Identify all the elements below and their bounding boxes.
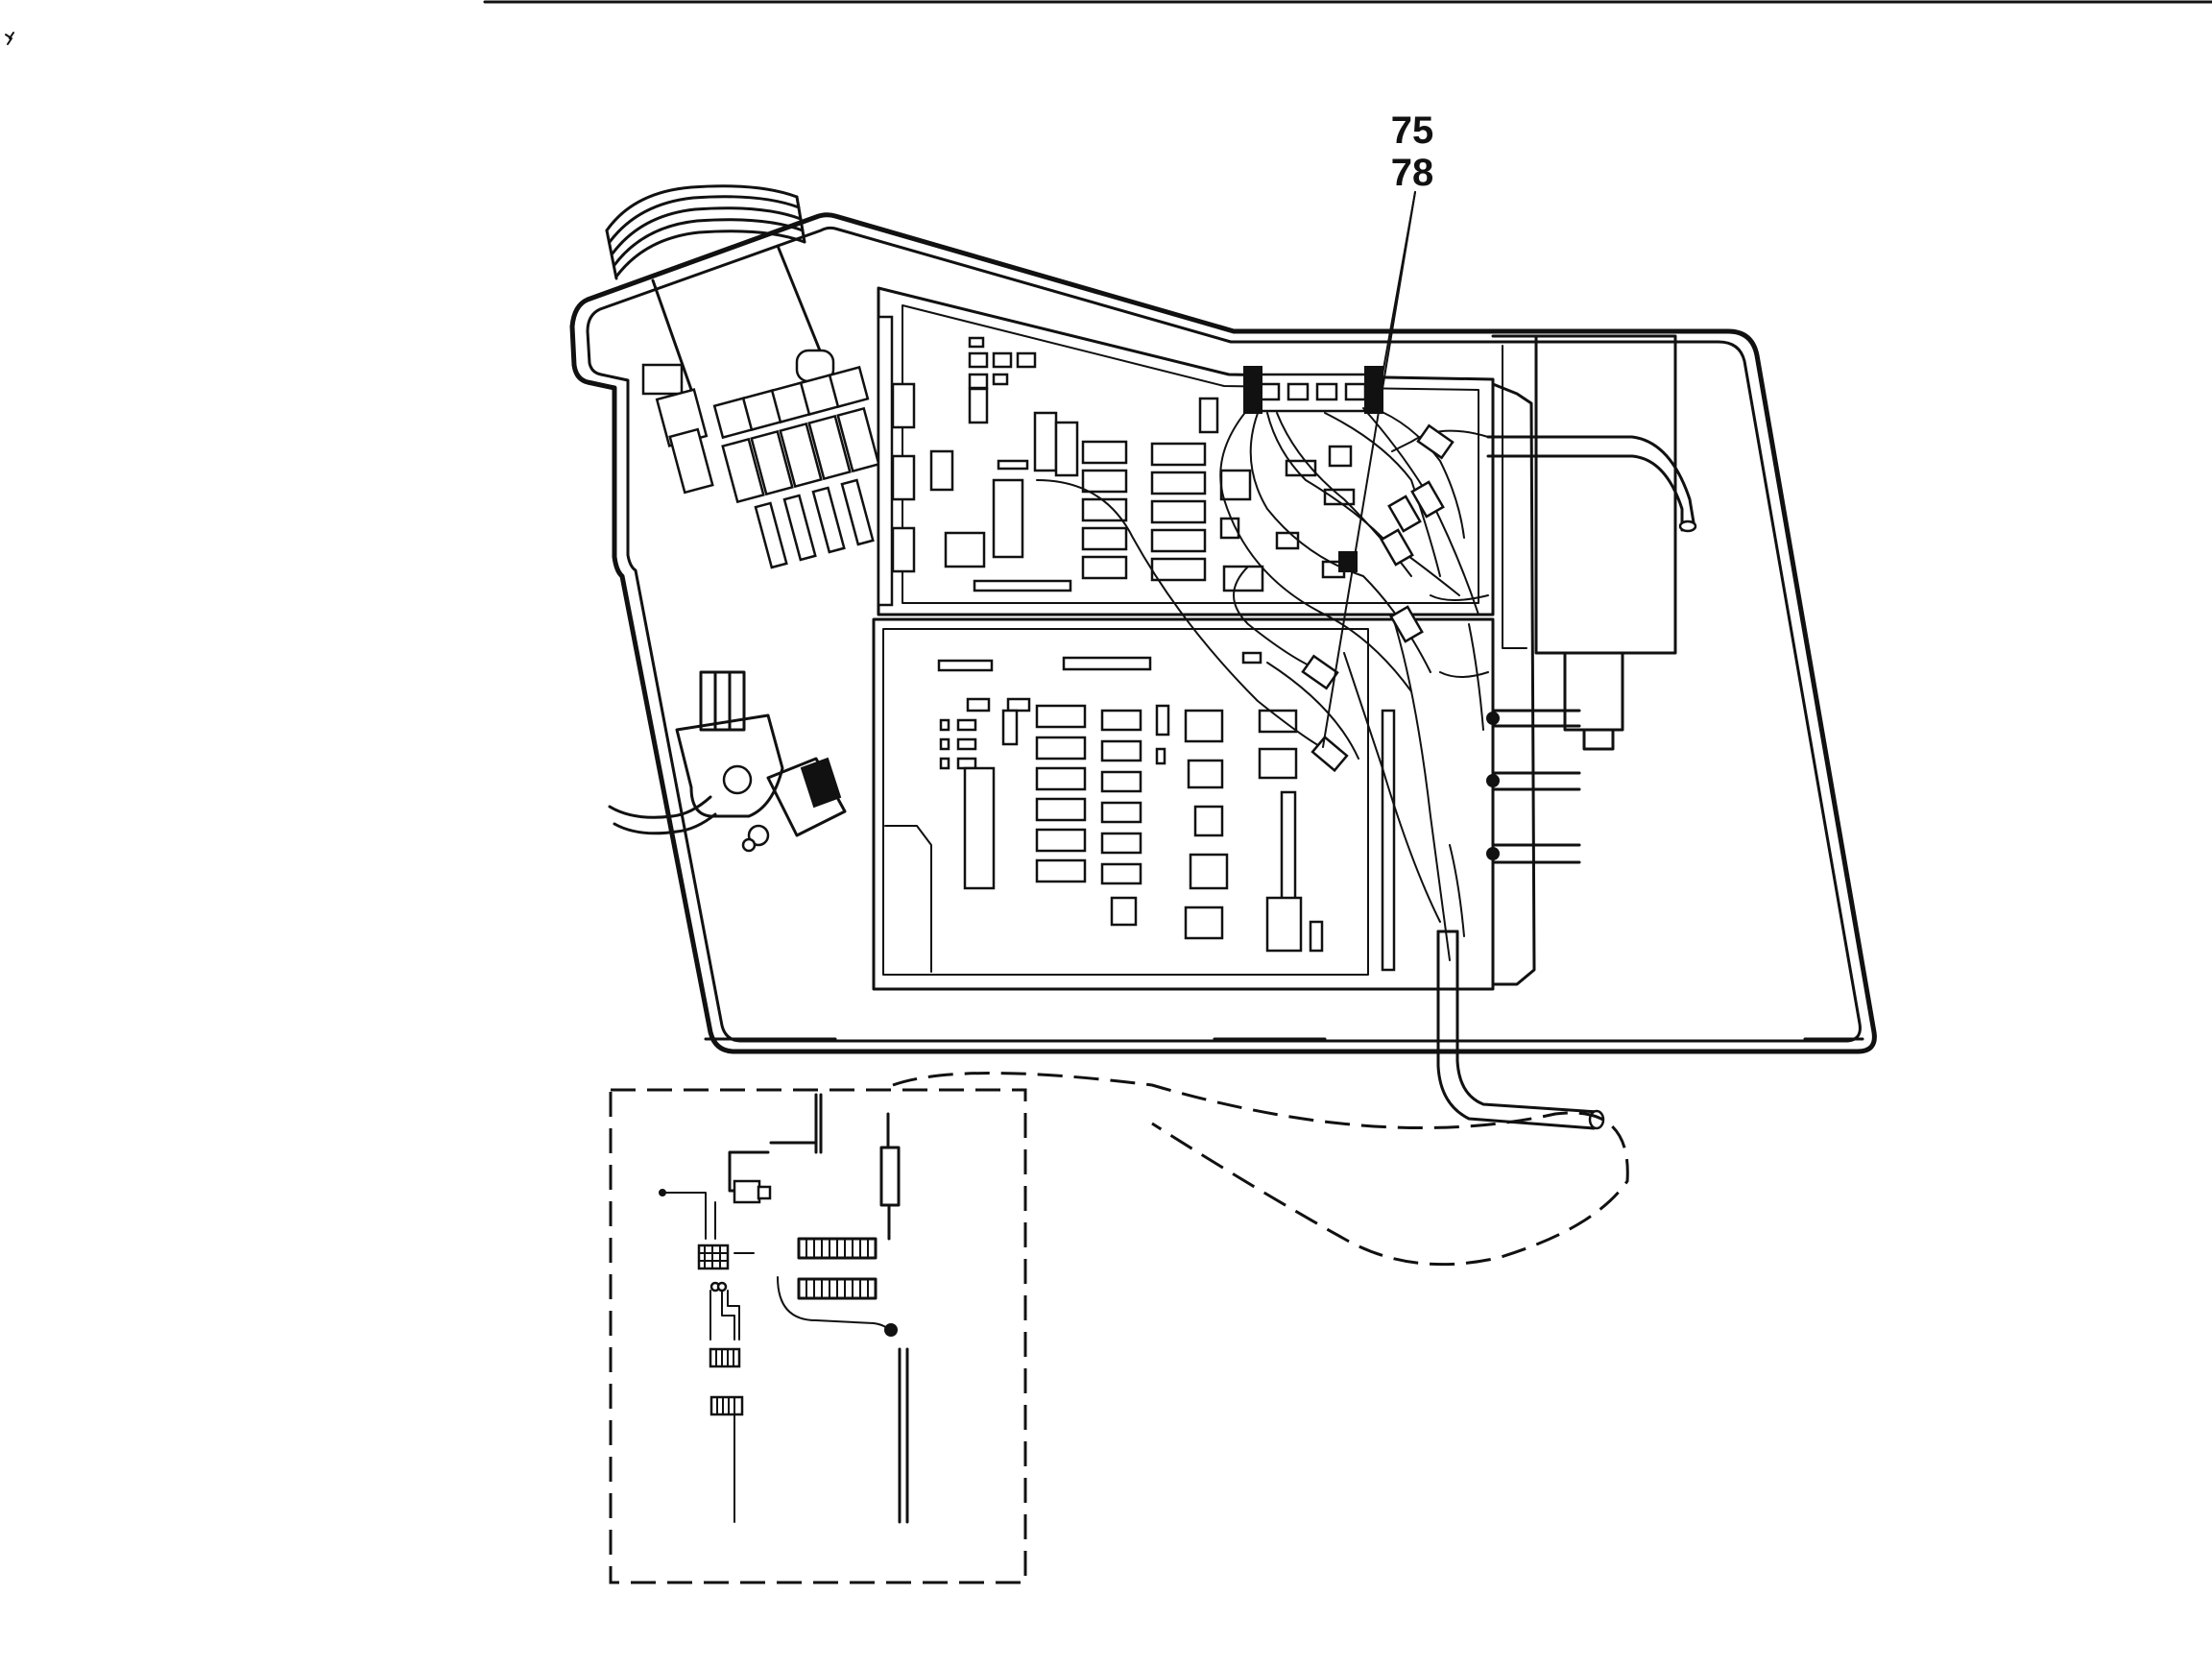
leader-line-78 <box>1322 191 1416 748</box>
side-bracket-assembly <box>608 670 847 853</box>
scan-mark <box>5 32 14 45</box>
lower-circuit-board <box>872 617 1495 991</box>
callout-label-78: 78 <box>1391 152 1434 194</box>
bellows-hose <box>605 184 828 405</box>
inset-dashed-border <box>609 1088 1027 1584</box>
callout-leaders <box>1322 191 1416 748</box>
upper-circuit-board <box>877 286 1495 616</box>
switch-bank <box>641 349 880 569</box>
wiring-harness <box>1036 366 1605 1130</box>
motor-and-pipes <box>1486 334 1697 986</box>
outer-housing <box>569 212 1877 1054</box>
detail-inset <box>609 1072 1629 1584</box>
callout-labels: 75 78 <box>1391 109 1434 194</box>
callout-label-75: 75 <box>1391 109 1434 152</box>
switch-row <box>712 365 880 569</box>
